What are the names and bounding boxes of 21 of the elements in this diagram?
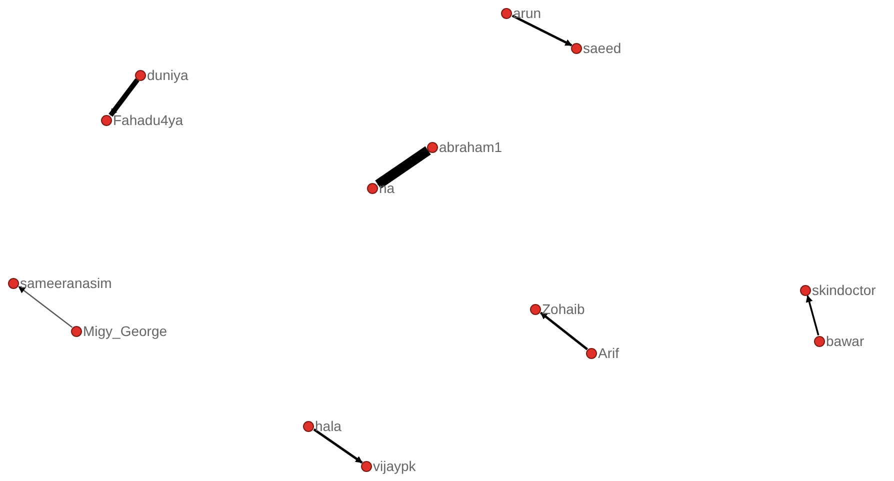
node-label: na [379,180,395,196]
arrow [108,78,140,117]
node-label: hala [315,418,342,434]
node-label: Migy_George [83,323,168,339]
arrow [512,14,572,46]
arrow [313,428,363,464]
node-label: saeed [583,40,622,56]
node-label: skindoctor [812,282,876,298]
arrow [540,312,588,350]
node-label: Arif [598,345,619,361]
node-label: sameeranasim [20,275,112,291]
node-label: duniya [147,67,188,83]
node-label: Fahadu4ya [113,112,184,128]
node-label: vijaypk [373,458,416,474]
node-label: Zohaib [542,301,585,317]
node-label: bawar [826,333,864,349]
arrow [806,295,820,336]
arrow [18,286,73,328]
arrow [375,146,431,189]
node-label: arun [513,5,542,21]
node-label: abraham1 [439,139,502,155]
